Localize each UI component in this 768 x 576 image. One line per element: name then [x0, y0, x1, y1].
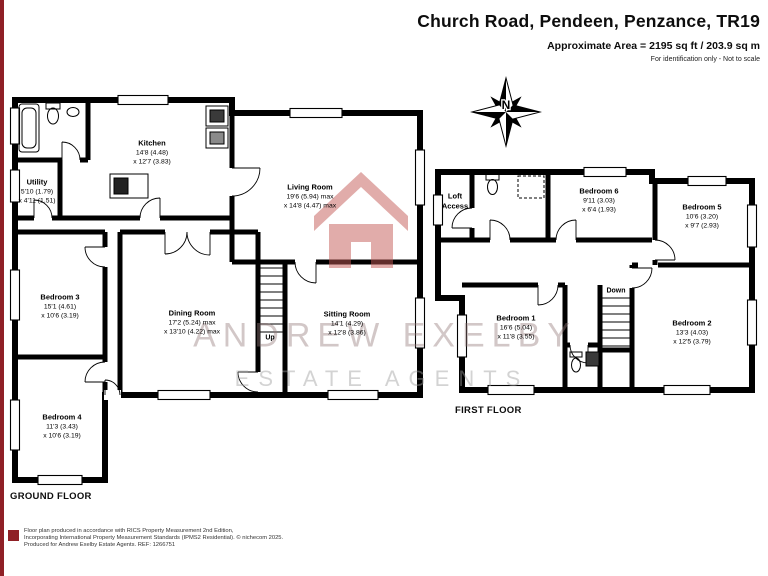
- first-floor-caption: FIRST FLOOR: [455, 405, 522, 416]
- room-label-sitting-room: Sitting Room 14'1 (4.29) x 12'8 (3.86): [324, 309, 371, 337]
- bath-icon: [18, 103, 40, 153]
- room-label-bedroom-3: Bedroom 3 15'1 (4.61) x 10'6 (3.19): [40, 292, 79, 320]
- room-dim: 14'8 (4.48): [135, 148, 169, 156]
- room-name: Access: [441, 201, 469, 210]
- room-dim: x 11'8 (3.55): [497, 332, 535, 340]
- ground-stairs: [258, 267, 285, 333]
- compass-black-halves: [472, 78, 540, 146]
- approximate-area-text: Approximate Area = 2195 sq ft / 203.9 sq…: [547, 40, 760, 52]
- disclaimer-text: For identification only - Not to scale: [650, 56, 760, 63]
- first-door-arcs: [451, 207, 676, 364]
- ground-windows: [9, 94, 426, 486]
- ground-door-arcs: [33, 141, 317, 396]
- shower-icon: [517, 175, 545, 199]
- room-label-kitchen: Kitchen 14'8 (4.48) x 12'7 (3.83): [133, 138, 171, 166]
- first-interior-walls: [438, 172, 752, 390]
- header: Church Road, Pendeen, Penzance, TR19 App…: [417, 11, 760, 63]
- room-dim: x 13'10 (4.22) max: [163, 327, 221, 335]
- room-name: Sitting Room: [323, 309, 371, 319]
- room-dim: 9'11 (3.03): [583, 196, 615, 204]
- stairs-up-label: Up: [265, 334, 275, 342]
- room-label-living-room: Living Room 19'6 (5.94) max x 14'8 (4.47…: [284, 182, 336, 210]
- room-dim: x 12'5 (3.79): [673, 337, 711, 345]
- kitchen-units-icon: [109, 105, 229, 199]
- room-dim: x 14'8 (4.47) max: [283, 201, 337, 209]
- room-dim: 14'1 (4.29): [330, 319, 364, 327]
- room-name: Loft: [447, 191, 463, 201]
- room-dim: x 12'7 (3.83): [133, 157, 171, 165]
- footer-line-2: Incorporating International Property Mea…: [24, 535, 284, 542]
- room-label-loft-access: Loft Access: [442, 192, 468, 211]
- room-dim: 13'3 (4.03): [675, 328, 709, 336]
- left-accent-bar: [0, 0, 4, 576]
- room-label-bedroom-2: Bedroom 2 13'3 (4.03) x 12'5 (3.79): [672, 318, 711, 346]
- first-stairs: [600, 297, 632, 347]
- toilet-icon: [485, 173, 500, 195]
- footer-line-3: Produced for Andrew Exelby Estate Agents…: [24, 542, 176, 549]
- room-name: Bedroom 4: [42, 412, 82, 422]
- room-name: Utility: [26, 177, 48, 187]
- room-dim: x 10'6 (3.19): [43, 431, 81, 439]
- front-door-gap: [104, 390, 121, 400]
- room-name: Kitchen: [138, 138, 166, 148]
- room-dim: x 12'8 (3.86): [328, 328, 366, 336]
- room-name: Bedroom 1: [496, 313, 536, 323]
- room-name: Bedroom 3: [40, 292, 80, 302]
- ground-floor-plan: [9, 94, 426, 486]
- watermark-name: ANDREW EXELBY: [193, 316, 577, 355]
- first-windows: [432, 166, 758, 396]
- room-dim: 11'3 (3.43): [46, 422, 78, 430]
- room-label-bedroom-4: Bedroom 4 11'3 (3.43) x 10'6 (3.19): [42, 412, 81, 440]
- room-dim: 19'6 (5.94) max: [286, 192, 334, 200]
- compass-north-label: N: [502, 98, 511, 112]
- compass-rose: N: [470, 76, 542, 148]
- room-dim: 16'6 (5.04): [499, 323, 533, 331]
- footer-logo-square: [8, 530, 19, 541]
- room-label-bedroom-6: Bedroom 6 9'11 (3.03) x 6'4 (1.93): [579, 186, 618, 214]
- toilet-icon: [45, 102, 61, 125]
- room-dim: x 6'4 (1.93): [582, 205, 616, 213]
- stairs-down-label: Down: [606, 287, 626, 295]
- room-name: Dining Room: [168, 308, 216, 318]
- room-dim: 10'6 (3.20): [685, 212, 719, 220]
- sink-icon: [66, 107, 80, 117]
- room-dim: x 10'6 (3.19): [41, 311, 79, 319]
- footer-line-1: Floor plan produced in accordance with R…: [24, 528, 234, 534]
- footer: Floor plan produced in accordance with R…: [24, 528, 283, 550]
- ground-floor-caption: GROUND FLOOR: [10, 491, 92, 502]
- room-dim: 17'2 (5.24) max: [168, 318, 216, 326]
- room-name: Bedroom 6: [579, 186, 619, 196]
- room-dim: 5'10 (1.79): [20, 187, 54, 195]
- room-dim: x 4'11 (1.51): [18, 196, 56, 204]
- watermark-subtitle: ESTATE AGENTS: [234, 366, 530, 391]
- room-name: Living Room: [287, 182, 333, 192]
- room-name: Bedroom 5: [682, 202, 722, 212]
- room-dim: x 9'7 (2.93): [685, 221, 719, 229]
- room-label-bedroom-1: Bedroom 1 16'6 (5.04) x 11'8 (3.55): [496, 313, 535, 341]
- toilet-icon: [569, 351, 600, 373]
- watermark-house-icon: [314, 172, 408, 268]
- room-label-utility: Utility 5'10 (1.79) x 4'11 (1.51): [18, 177, 55, 205]
- page-title: Church Road, Pendeen, Penzance, TR19: [417, 11, 760, 31]
- room-name: Bedroom 2: [672, 318, 712, 328]
- room-label-dining-room: Dining Room 17'2 (5.24) max x 13'10 (4.2…: [164, 308, 220, 336]
- room-label-bedroom-5: Bedroom 5 10'6 (3.20) x 9'7 (2.93): [682, 202, 721, 230]
- room-dim: 15'1 (4.61): [43, 302, 77, 310]
- first-outline: [435, 169, 755, 393]
- first-floor-plan: [432, 166, 758, 396]
